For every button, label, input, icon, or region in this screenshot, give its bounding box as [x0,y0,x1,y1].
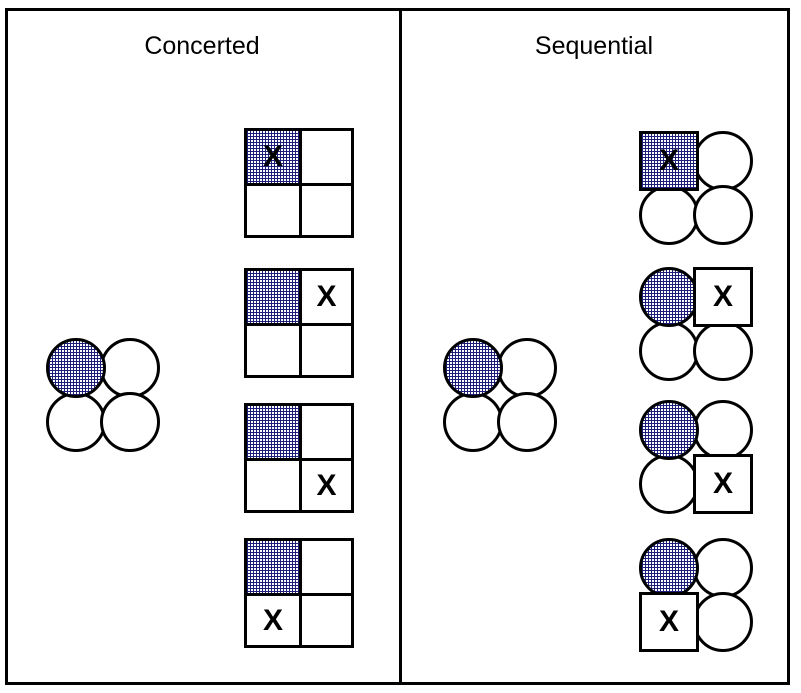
sequential-product-2-circle-top-left [639,267,699,327]
sequential-product-2-square-top-right: X [693,267,753,327]
sequential-reactant-circle-bottom-right [497,392,557,452]
sequential-product-cluster-2: X [639,267,753,381]
sequential-product-cluster-4: X [639,538,753,652]
x-mark-label: X [262,603,283,637]
sequential-product-1-square-top-left: X [639,131,699,191]
concerted-reactant-circle-top-left [46,338,106,398]
sequential-product-4-circle-bottom-right [693,592,753,652]
sequential-product-1-circle-top-right [693,131,753,191]
sequential-product-4-circle-top-right [693,538,753,598]
concerted-product-grid-1: X [244,128,354,238]
x-mark-label: X [712,467,733,500]
sequential-reactant-cluster [443,338,557,452]
concerted-grid-2-cell-top-left [247,271,299,323]
concerted-grid-2-cell-top-right: X [299,271,351,323]
concerted-reactant-circle-top-right [100,338,160,398]
concerted-grid-3-cell-top-right [299,406,351,458]
x-mark-label: X [316,280,337,313]
concerted-product-grid-2: X [244,268,354,378]
panel-title-sequential: Sequential [534,32,654,60]
concerted-reactant-circle-bottom-left [46,392,106,452]
concerted-grid-1-cell-bottom-right [299,183,351,235]
concerted-grid-4-cell-bottom-right [299,593,351,645]
concerted-grid-1-cell-top-left: X [247,131,299,183]
concerted-grid-2-cell-bottom-left [247,323,299,375]
concerted-grid-3-cell-bottom-left [247,458,299,510]
sequential-reactant-circle-bottom-left [443,392,503,452]
concerted-grid-4-cell-top-right [299,541,351,593]
concerted-grid-4-cell-bottom-left: X [247,593,299,645]
concerted-grid-3-cell-top-left [247,406,299,458]
concerted-product-grid-4: X [244,538,354,648]
concerted-grid-1-cell-top-right [299,131,351,183]
concerted-grid-2-cell-bottom-right [299,323,351,375]
concerted-product-grid-3: X [244,403,354,513]
sequential-product-cluster-1: X [639,131,753,245]
concerted-grid-3-cell-bottom-right: X [299,458,351,510]
concerted-grid-4-cell-top-left [247,541,299,593]
sequential-product-3-square-bottom-right: X [693,454,753,514]
concerted-reactant-cluster [46,338,160,452]
concerted-grid-1-cell-bottom-left [247,183,299,235]
sequential-product-3-circle-top-right [693,400,753,460]
sequential-product-1-circle-bottom-left [639,185,699,245]
sequential-product-2-circle-bottom-left [639,321,699,381]
sequential-product-cluster-3: X [639,400,753,514]
panel-divider [399,8,402,685]
sequential-reactant-circle-top-left [443,338,503,398]
sequential-product-3-circle-bottom-left [639,454,699,514]
sequential-product-2-circle-bottom-right [693,321,753,381]
x-mark-label: X [262,140,283,173]
sequential-product-1-circle-bottom-right [693,185,753,245]
panel-title-concerted: Concerted [144,32,260,60]
concerted-reactant-circle-bottom-right [100,392,160,452]
x-mark-label: X [658,605,679,638]
x-mark-label: X [712,280,733,313]
x-mark-label: X [316,468,337,502]
sequential-product-3-circle-top-left [639,400,699,460]
sequential-product-4-square-bottom-left: X [639,592,699,652]
x-mark-label: X [658,144,679,177]
sequential-reactant-circle-top-right [497,338,557,398]
sequential-product-4-circle-top-left [639,538,699,598]
